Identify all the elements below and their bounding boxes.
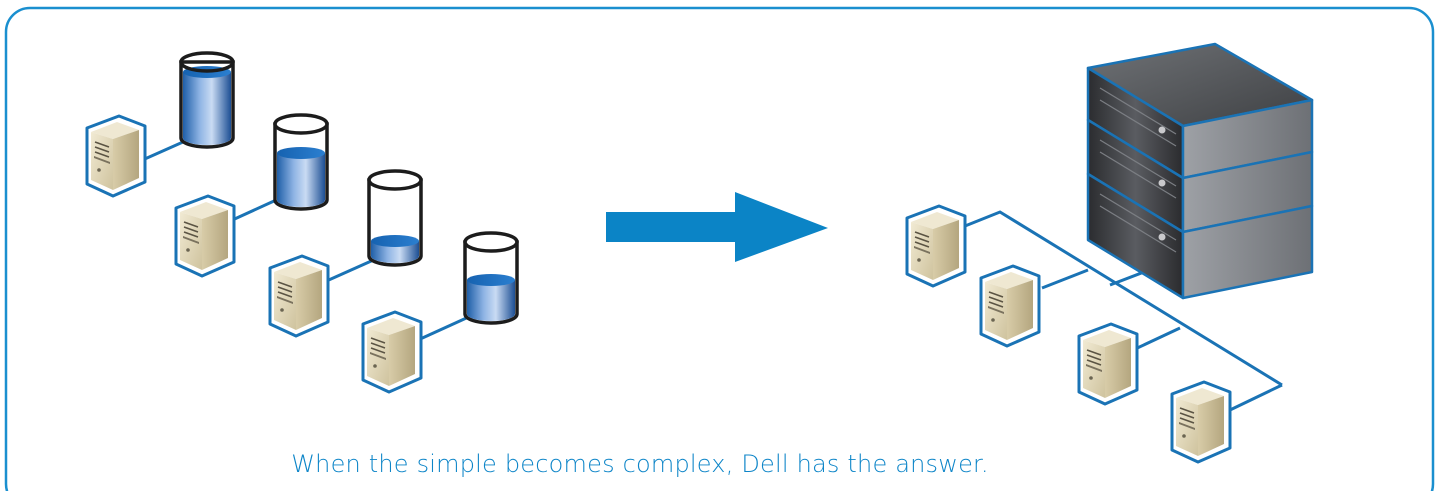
storage-cylinder-2 xyxy=(273,113,329,211)
storage-array xyxy=(1086,42,1314,300)
server-7 xyxy=(1077,322,1139,406)
arrow-right-icon xyxy=(606,192,828,262)
server-6 xyxy=(979,264,1041,348)
after-group xyxy=(905,42,1314,464)
server-4 xyxy=(361,310,423,394)
storage-cylinder-4 xyxy=(463,231,519,325)
storage-unit-3 xyxy=(1086,172,1314,300)
caption: When the simple becomes complex, Dell ha… xyxy=(291,450,989,478)
server-2 xyxy=(174,194,236,278)
server-1 xyxy=(85,114,147,198)
server-5 xyxy=(905,204,967,288)
storage-cylinder-1 xyxy=(179,51,235,149)
storage-cylinder-3 xyxy=(367,169,423,267)
server-3 xyxy=(268,254,330,338)
before-group xyxy=(85,51,519,394)
frame xyxy=(4,6,1435,496)
